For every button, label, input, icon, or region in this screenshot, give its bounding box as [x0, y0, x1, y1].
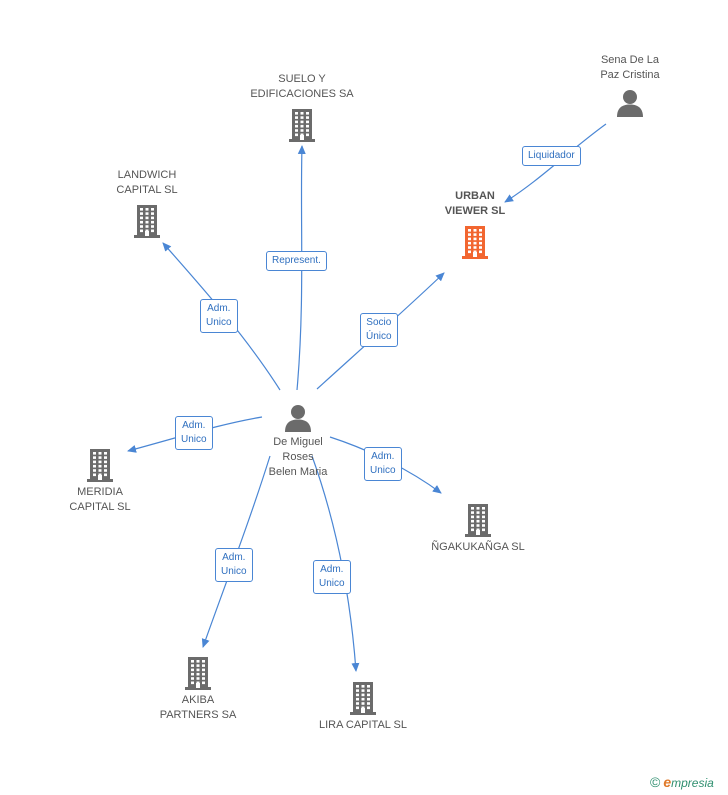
edge-label-text: Adm. — [222, 552, 246, 563]
building-icon — [350, 682, 376, 715]
edge-label-suelo[interactable]: Represent. — [266, 251, 327, 271]
edge-label-meridia[interactable]: Adm. Unico — [175, 416, 213, 450]
node-label: Paz Cristina — [600, 69, 660, 81]
building-icon — [185, 657, 211, 690]
edge-label-text: Represent. — [272, 255, 321, 266]
node-label: AKIBA — [181, 694, 215, 706]
brand-initial: e — [663, 774, 672, 790]
edge-label-text: Unico — [221, 566, 247, 577]
node-label: LIRA CAPITAL SL — [318, 719, 408, 731]
brand-name-rest: mpresia — [671, 776, 714, 790]
building-icon — [289, 109, 315, 142]
node-label: MERIDIA — [77, 486, 123, 498]
building-icon — [87, 449, 113, 482]
node-landwich[interactable]: LANDWICH CAPITAL SL — [82, 168, 212, 238]
edge-label-sena[interactable]: Liquidador — [522, 146, 581, 166]
edge-lira — [311, 455, 360, 672]
edge-label-text: Adm. — [371, 451, 395, 462]
edge-label-landwich[interactable]: Adm. Unico — [200, 299, 238, 333]
edge-label-text: Unico — [319, 578, 345, 589]
node-label: URBAN — [455, 190, 495, 202]
edge-label-ngaku[interactable]: Adm. Unico — [364, 447, 402, 481]
node-lira[interactable]: LIRA CAPITAL SL — [298, 681, 428, 733]
node-label: VIEWER SL — [444, 205, 506, 217]
node-sena[interactable]: Sena De La Paz Cristina — [565, 53, 695, 117]
node-label: LANDWICH — [117, 169, 177, 181]
edge-label-text: Liquidador — [528, 150, 575, 161]
node-meridia[interactable]: MERIDIA CAPITAL SL — [35, 448, 165, 515]
edge-label-lira[interactable]: Adm. Unico — [313, 560, 351, 594]
node-label: CAPITAL SL — [116, 184, 178, 196]
brand-watermark[interactable]: ©empresia — [650, 774, 714, 790]
node-label: EDIFICACIONES SA — [250, 88, 354, 100]
brand-name: empresia — [663, 774, 714, 790]
edge-label-text: Unico — [370, 465, 396, 476]
person-icon — [285, 405, 311, 432]
node-urban[interactable]: URBAN VIEWER SL — [410, 189, 540, 259]
node-label: Roses — [282, 451, 314, 463]
edge-label-text: Unico — [181, 434, 207, 445]
edge-label-text: Unico — [206, 317, 232, 328]
node-label: ÑGAKUKAÑGA SL — [431, 541, 525, 553]
building-icon — [462, 226, 488, 259]
edge-label-text: Único — [366, 331, 392, 342]
node-label: CAPITAL SL — [69, 501, 131, 513]
edge-label-text: Socio — [366, 317, 392, 328]
edge-label-text: Adm. — [182, 420, 206, 431]
node-label: De Miguel — [273, 436, 323, 448]
person-icon — [617, 90, 643, 117]
copyright-icon: © — [650, 774, 661, 790]
edge-label-text: Adm. — [207, 303, 231, 314]
node-label: SUELO Y — [278, 73, 326, 85]
node-akiba[interactable]: AKIBA PARTNERS SA — [133, 656, 263, 723]
building-icon — [465, 504, 491, 537]
edge-label-akiba[interactable]: Adm. Unico — [215, 548, 253, 582]
node-label: PARTNERS SA — [159, 709, 237, 721]
node-ngaku[interactable]: ÑGAKUKAÑGA SL — [413, 503, 543, 555]
node-label: Sena De La — [600, 54, 660, 66]
node-label: Belen Maria — [268, 466, 328, 478]
building-icon — [134, 205, 160, 238]
node-suelo[interactable]: SUELO Y EDIFICACIONES SA — [237, 72, 367, 142]
edge-label-text: Adm. — [320, 564, 344, 575]
